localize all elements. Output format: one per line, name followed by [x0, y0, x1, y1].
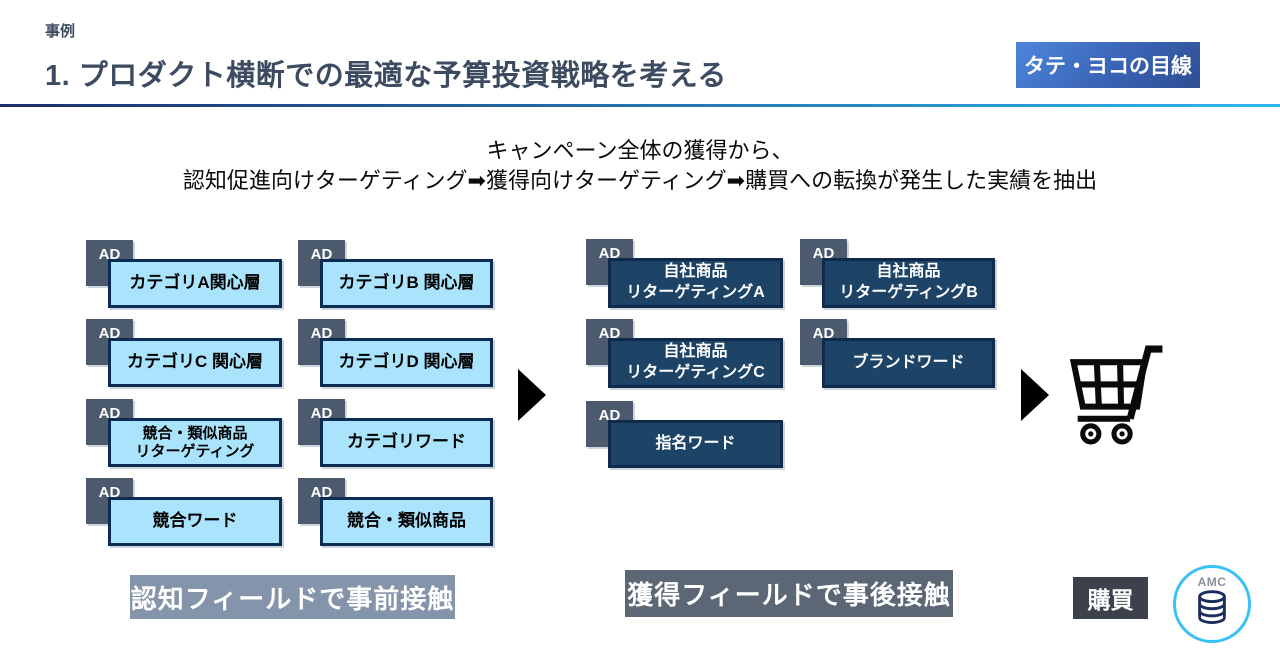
- awareness-box-category-c: AD カテゴリC 関心層: [86, 319, 282, 387]
- box-label: カテゴリD 関心層: [320, 338, 493, 387]
- perspective-badge: タテ・ヨコの目線: [1016, 42, 1200, 88]
- awareness-caption: 認知フィールドで事前接触: [130, 575, 455, 619]
- box-label: 競合・類似商品 リターゲティング: [108, 418, 282, 467]
- database-icon: [1198, 590, 1226, 624]
- shopping-cart-icon: [1069, 345, 1163, 445]
- purchase-label: 購買: [1073, 577, 1148, 619]
- box-label: ブランドワード: [822, 338, 995, 388]
- acquisition-box-retargeting-b: AD 自社商品 リターゲティングB: [800, 239, 995, 308]
- box-label: 自社商品 リターゲティングA: [608, 258, 783, 308]
- awareness-box-category-b: AD カテゴリB 関心層: [298, 240, 493, 308]
- box-label: 競合・類似商品: [320, 497, 493, 546]
- flow-arrow-icon: [518, 369, 546, 421]
- awareness-box-competitor-word: AD 競合ワード: [86, 478, 282, 546]
- header-divider: [0, 104, 1280, 107]
- amc-database-badge: AMC: [1173, 565, 1251, 643]
- description-line-1: キャンペーン全体の獲得から、: [486, 138, 794, 163]
- awareness-box-competitor-retargeting: AD 競合・類似商品 リターゲティング: [86, 399, 282, 467]
- box-label: 指名ワード: [608, 420, 783, 468]
- description-line-2: 認知促進向けターゲティング➡獲得向けターゲティング➡購買への転換が発生した実績を…: [182, 168, 1098, 193]
- flow-arrow-icon: [1021, 369, 1049, 421]
- acquisition-box-retargeting-c: AD 自社商品 リターゲティングC: [586, 319, 783, 388]
- acquisition-box-brand-word: AD ブランドワード: [800, 319, 995, 388]
- box-label: 競合ワード: [108, 497, 282, 546]
- box-label: 自社商品 リターゲティングC: [608, 338, 783, 388]
- acquisition-box-retargeting-a: AD 自社商品 リターゲティングA: [586, 239, 783, 308]
- slide-eyebrow: 事例: [45, 23, 76, 40]
- box-label: カテゴリA関心層: [108, 259, 282, 308]
- awareness-box-competitor-similar: AD 競合・類似商品: [298, 478, 493, 546]
- box-label: カテゴリB 関心層: [320, 259, 493, 308]
- box-label: カテゴリC 関心層: [108, 338, 282, 387]
- box-label: カテゴリワード: [320, 418, 493, 467]
- description-text: キャンペーン全体の獲得から、 認知促進向けターゲティング➡獲得向けターゲティング…: [0, 136, 1280, 196]
- awareness-box-category-word: AD カテゴリワード: [298, 399, 493, 467]
- acquisition-box-designated-word: AD 指名ワード: [586, 401, 783, 468]
- acquisition-caption: 獲得フィールドで事後接触: [625, 570, 953, 617]
- amc-label: AMC: [1197, 575, 1227, 589]
- awareness-box-category-a: AD カテゴリA関心層: [86, 240, 282, 308]
- slide-title: 1. プロダクト横断での最適な予算投資戦略を考える: [45, 60, 727, 92]
- awareness-box-category-d: AD カテゴリD 関心層: [298, 319, 493, 387]
- box-label: 自社商品 リターゲティングB: [822, 258, 995, 308]
